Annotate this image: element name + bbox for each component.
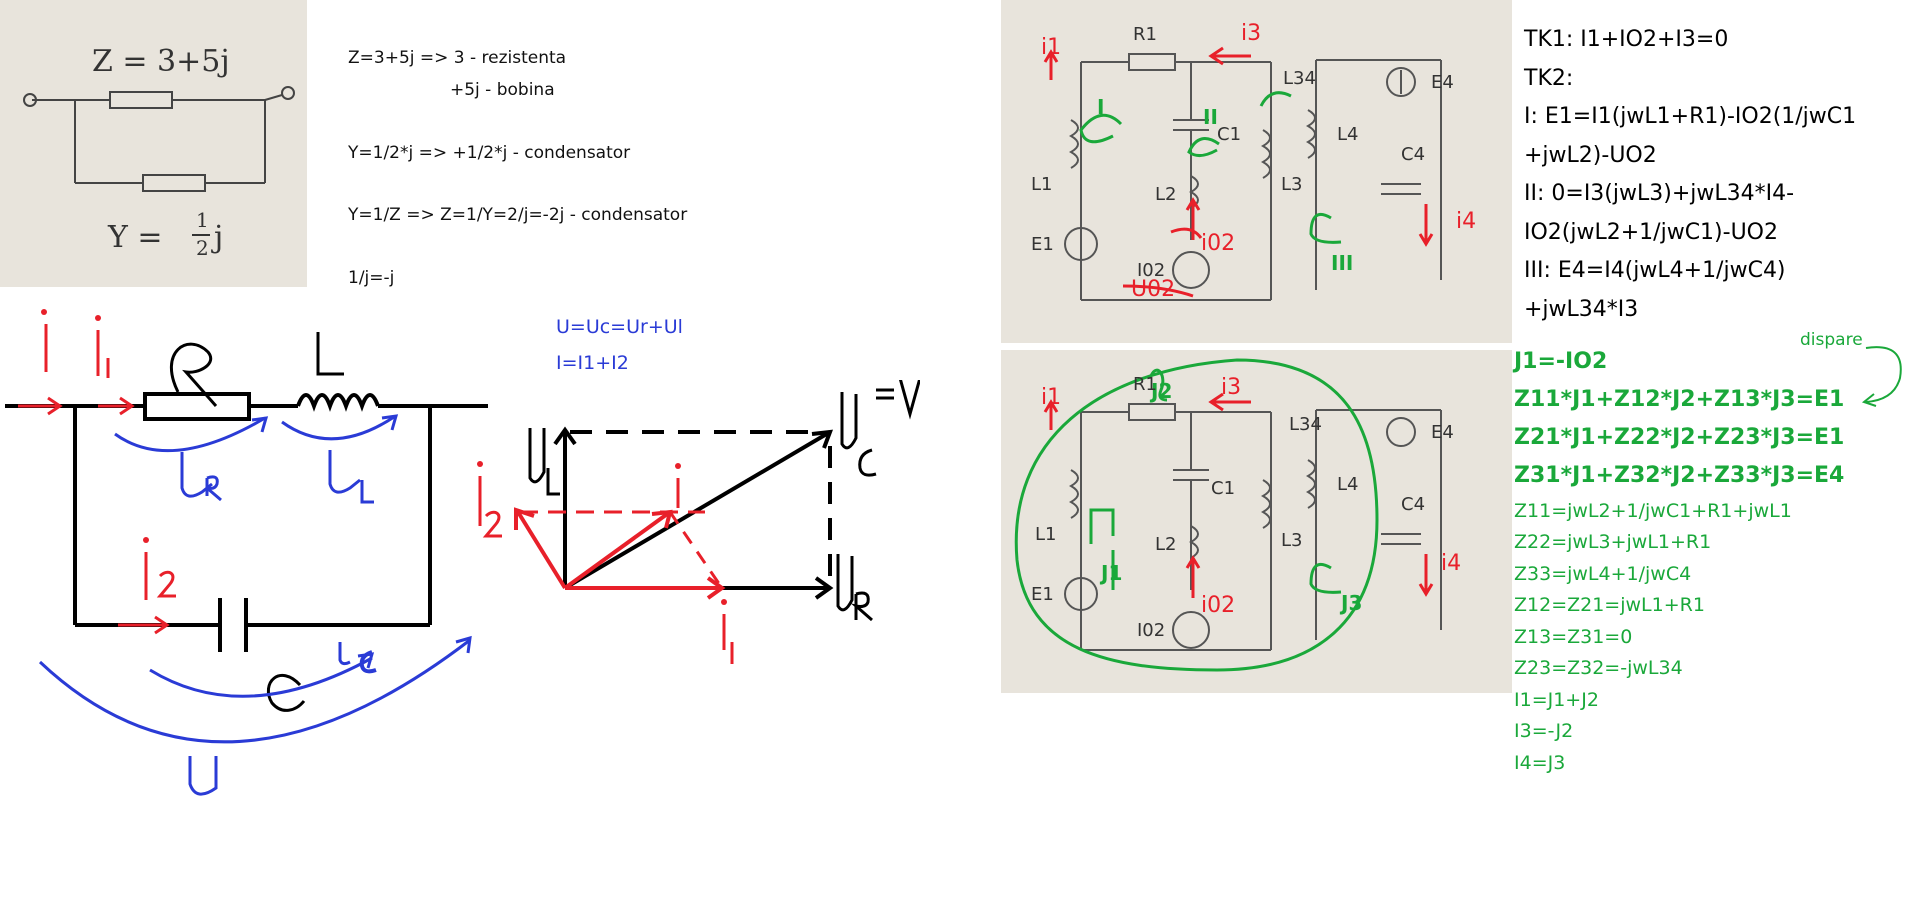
circuit-photo-bottom-drawing: i1 i3 i02 i4 J1 J2 J3 R1 C1 L1 L2 L3 L34…	[1014, 358, 1461, 672]
bottom-label-I02: I02	[1137, 620, 1165, 641]
bottom-label-L4: L4	[1337, 474, 1358, 495]
dispare-arrow	[1861, 346, 1902, 407]
phasor-diagram	[477, 380, 920, 664]
top-mesh-label-I: I	[1097, 95, 1104, 119]
top-label-i1: i1	[1041, 35, 1061, 60]
bottom-label-L2: L2	[1155, 534, 1176, 555]
z-label: Z = 3+5j	[92, 44, 230, 79]
mesh-eq-2: Z11*J1+Z12*J2+Z13*J3=E1	[1514, 387, 1845, 412]
kirchhoff-line-4: +jwL2)-UO2	[1524, 143, 1657, 168]
top-label-i4: i4	[1456, 209, 1476, 234]
mesh-def-4: Z12=Z21=jwL1+R1	[1514, 594, 1705, 616]
phasor-eq-2: I=I1+I2	[556, 352, 629, 374]
bottom-label-L34: L34	[1289, 414, 1322, 435]
top-label-E4: E4	[1431, 72, 1454, 93]
top-label-i3: i3	[1241, 21, 1261, 46]
note-line-4: Y=1/Z => Z=1/Y=2/j=-2j - condensator	[348, 205, 688, 225]
admittance-photo-drawing	[23, 86, 295, 192]
bottom-label-L1: L1	[1035, 524, 1056, 545]
mesh-def-8: I3=-J2	[1514, 720, 1574, 742]
mesh-eq-3: Z21*J1+Z22*J2+Z23*J3=E1	[1514, 425, 1845, 450]
bottom-label-i1: i1	[1041, 385, 1061, 410]
y-label-frac-bar	[192, 234, 210, 236]
kirchhoff-line-5: II: 0=I3(jwL3)+jwL34*I4-	[1524, 181, 1795, 206]
y-label-den: 2	[196, 236, 209, 260]
top-label-R1: R1	[1133, 24, 1157, 45]
top-label-L34: L34	[1283, 68, 1316, 89]
note-line-1: Z=3+5j => 3 - rezistenta	[348, 48, 567, 68]
bottom-label-i3: i3	[1221, 375, 1241, 400]
circuit-photo-bottom: i1 i3 i02 i4 J1 J2 J3 R1 C1 L1 L2 L3 L34…	[1001, 350, 1512, 693]
mesh-def-3: Z33=jwL4+1/jwC4	[1514, 563, 1692, 585]
bottom-label-E4: E4	[1431, 422, 1454, 443]
top-label-E1: E1	[1031, 234, 1054, 255]
bottom-label-J3: J3	[1339, 591, 1362, 615]
mesh-def-2: Z22=jwL3+jwL1+R1	[1514, 531, 1712, 553]
top-label-L4: L4	[1337, 124, 1358, 145]
bottom-label-i4: i4	[1441, 551, 1461, 576]
bottom-label-J1: J1	[1099, 561, 1122, 585]
y-label-j: j	[214, 220, 224, 255]
bottom-label-i02: i02	[1201, 593, 1235, 618]
bottom-label-J2: J2	[1149, 379, 1172, 403]
mesh-def-5: Z13=Z31=0	[1514, 626, 1633, 648]
top-mesh-label-II: II	[1203, 105, 1218, 129]
top-label-L1: L1	[1031, 174, 1052, 195]
bottom-label-R1: R1	[1133, 374, 1157, 395]
admittance-photo: Z = 3+5j Y = 1 2 j	[0, 0, 307, 287]
top-label-C1: C1	[1217, 124, 1241, 145]
y-label-num: 1	[196, 208, 209, 232]
kirchhoff-line-3: I: E1=I1(jwL1+R1)-IO2(1/jwC1	[1524, 104, 1857, 129]
bottom-label-E1: E1	[1031, 584, 1054, 605]
bottom-label-C4: C4	[1401, 494, 1425, 515]
mesh-def-6: Z23=Z32=-jwL34	[1514, 657, 1683, 679]
top-label-I02: I02	[1137, 260, 1165, 281]
top-label-U02: U02	[1131, 277, 1175, 302]
circuit-photo-top-drawing: I II III i1 i3 i02 U02 i4 R1 C1 L1 L2 L3…	[1031, 21, 1476, 302]
phasor-eq-1: U=Uc=Ur+Ul	[556, 316, 683, 338]
mesh-def-1: Z11=jwL2+1/jwC1+R1+jwL1	[1514, 500, 1792, 522]
bottom-label-C1: C1	[1211, 478, 1235, 499]
bottom-label-L3: L3	[1281, 530, 1302, 551]
mesh-eq-4: Z31*J1+Z32*J2+Z33*J3=E4	[1514, 463, 1845, 488]
top-mesh-label-III: III	[1331, 251, 1353, 275]
rlc-label-R: R	[400, 699, 401, 701]
kirchhoff-line-7: III: E4=I4(jwL4+1/jwC4)	[1524, 258, 1786, 283]
mesh-eq-1: J1=-IO2	[1514, 349, 1608, 374]
note-line-3: Y=1/2*j => +1/2*j - condensator	[348, 143, 631, 163]
kirchhoff-line-8: +jwL34*I3	[1524, 297, 1639, 322]
mesh-def-7: I1=J1+J2	[1514, 689, 1599, 711]
top-label-L2: L2	[1155, 184, 1176, 205]
top-label-i02: i02	[1201, 231, 1235, 256]
mesh-def-9: I4=J3	[1514, 752, 1566, 774]
note-line-2: +5j - bobina	[450, 80, 555, 100]
y-label-prefix: Y =	[108, 220, 163, 255]
kirchhoff-line-1: TK1: I1+IO2+I3=0	[1524, 27, 1729, 52]
kirchhoff-line-2: TK2:	[1524, 66, 1574, 91]
rlc-circuit: R	[5, 309, 488, 796]
dispare-note: dispare	[1800, 330, 1863, 350]
top-label-L3: L3	[1281, 174, 1302, 195]
circuit-photo-top: I II III i1 i3 i02 U02 i4 R1 C1 L1 L2 L3…	[1001, 0, 1512, 343]
top-label-C4: C4	[1401, 144, 1425, 165]
kirchhoff-line-6: IO2(jwL2+1/jwC1)-UO2	[1524, 220, 1778, 245]
note-line-5: 1/j=-j	[348, 268, 395, 288]
